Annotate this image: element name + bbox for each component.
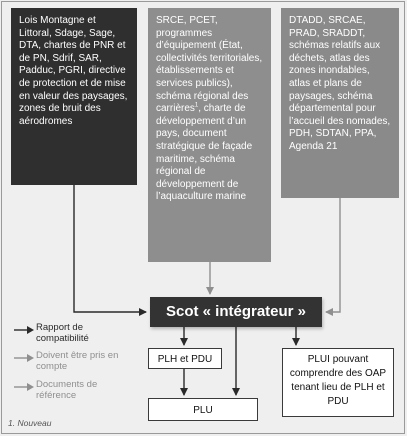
arrow-left-to-scot bbox=[73, 185, 147, 316]
plu-box: PLU bbox=[148, 398, 258, 421]
legend-arrow-light-icon bbox=[14, 354, 34, 362]
scot-label: Scot « intégrateur » bbox=[165, 303, 307, 320]
legend-arrow-dark-icon bbox=[14, 326, 34, 334]
right-box: DTADD, SRCAE, PRAD, SRADDT, schémas rela… bbox=[281, 8, 399, 198]
middle-box-text-b: , charte de développement d’un pays, doc… bbox=[156, 103, 253, 203]
left-box: Lois Montagne et Littoral, Sdage, Sage, … bbox=[11, 8, 137, 185]
footnote-marker: 1 bbox=[194, 102, 199, 109]
arrow-right-to-scot bbox=[325, 198, 341, 316]
legend-arrow-light-icon bbox=[14, 383, 34, 391]
legend-prise-en-compte-label: Doivent être pris en compte bbox=[36, 350, 119, 372]
legend-reference-label: Documents de référence bbox=[36, 379, 98, 401]
scot-box: Scot « intégrateur » bbox=[150, 297, 322, 327]
right-box-text: DTADD, SRCAE, PRAD, SRADDT, schémas rela… bbox=[289, 15, 391, 152]
middle-box: SRCE, PCET, programmes d’équipement (Éta… bbox=[148, 8, 271, 262]
plui-box: PLUI pouvant comprendre des OAP tenant l… bbox=[282, 348, 394, 417]
plh-pdu-label: PLH et PDU bbox=[157, 354, 213, 365]
legend-compatibility-label: Rapport de compatibilité bbox=[36, 322, 89, 344]
middle-box-text-a: SRCE, PCET, programmes d’équipement (Éta… bbox=[156, 15, 263, 115]
footnote: 1. Nouveau bbox=[8, 418, 52, 428]
left-box-text: Lois Montagne et Littoral, Sdage, Sage, … bbox=[19, 15, 128, 127]
plui-label: PLUI pouvant comprendre des OAP tenant l… bbox=[289, 354, 387, 407]
plh-pdu-box: PLH et PDU bbox=[148, 348, 222, 369]
plu-label: PLU bbox=[193, 405, 213, 416]
